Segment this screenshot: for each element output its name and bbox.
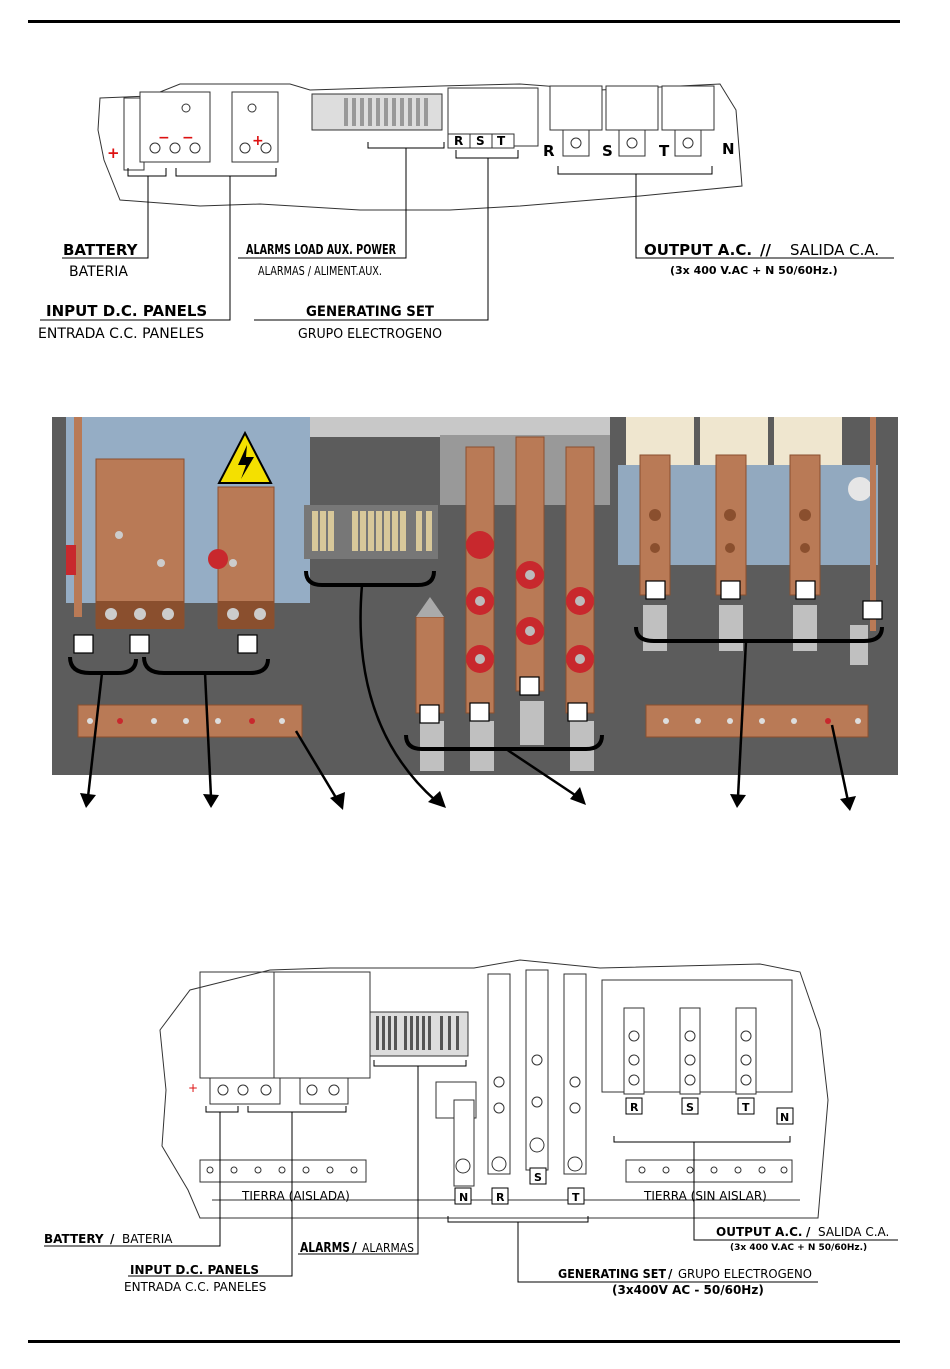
svg-text:S: S [686,1101,694,1114]
terminal [247,103,257,113]
svg-text:S: S [534,1171,542,1184]
genset-spec-bottom: (3x400V AC - 50/60Hz) [612,1283,764,1297]
terminal [260,142,272,154]
top-rule [28,20,900,23]
alarms-label-es: ALARMAS / ALIMENT.AUX. [258,264,382,278]
phase-r-label: R [543,142,555,160]
output-ac-spec-bottom: (3x 400 V.AC + N 50/60Hz.) [730,1243,867,1253]
output-block-s [605,85,659,131]
output-busbar-r [639,454,671,596]
battery-plus: + [107,144,120,162]
cabinet-photo [52,417,898,811]
blank-label-boxes [73,580,883,724]
svg-text:GRUPO ELECTROGENO: GRUPO ELECTROGENO [678,1267,812,1281]
battery-label-bottom: BATTERY [44,1232,104,1246]
genset-busbar-t [565,446,595,714]
svg-text:N: N [780,1111,789,1124]
svg-text:R: R [496,1191,505,1204]
svg-text:T: T [572,1191,580,1204]
genset-label-bottom: GENERATING SET [558,1267,667,1281]
alarms-label: ALARMS LOAD AUX. POWER [246,243,396,258]
svg-text:−: − [182,130,194,146]
svg-text:+: + [252,133,264,149]
phase-t-label: T [659,142,670,160]
genset-busbar-r [465,446,495,714]
earth-bar-sin-aislar [625,1159,793,1183]
dc-copper-plate-neg [95,458,185,628]
terminal [239,142,251,154]
svg-text:SALIDA C.A.: SALIDA C.A. [818,1225,889,1239]
dc-pos-block [231,91,279,163]
output-busbar-t [789,454,821,596]
phase-n-label: N [722,140,735,158]
svg-text://: // [760,241,771,259]
genset-label-es: GRUPO ELECTROGENO [298,327,442,342]
phase-s-label: S [602,142,613,160]
input-dc-label-bottom: INPUT D.C. PANELS [130,1263,259,1277]
alarms-label-bottom: ALARMS [300,1241,350,1256]
tierra-aislada-label: TIERRA (AISLADA) [241,1189,350,1203]
output-block-r [549,85,603,131]
genset-busbar-n [415,616,445,714]
terminal [149,142,161,154]
earth-bar-isolated [77,704,303,738]
output-ac-spec: (3x 400 V.AC + N 50/60Hz.) [670,264,838,277]
svg-text:T: T [742,1101,750,1114]
svg-text:R: R [630,1101,639,1114]
svg-text:BATERIA: BATERIA [122,1232,173,1246]
svg-text:−: − [158,130,170,146]
svg-text:T: T [497,134,506,148]
svg-text:S: S [476,134,485,148]
terminal [181,103,191,113]
svg-text:N: N [459,1191,468,1204]
genset-label: GENERATING SET [306,304,434,320]
svg-text:ENTRADA C.C. PANELES: ENTRADA C.C. PANELES [124,1280,266,1294]
svg-text:/: / [806,1225,811,1239]
output-block-t [661,85,715,131]
svg-text:/: / [110,1232,115,1246]
alarm-terminal-ridges [344,98,428,126]
output-busbar-s [715,454,747,596]
svg-text:/: / [352,1241,357,1256]
output-ac-label-bottom: OUTPUT A.C. [716,1225,802,1239]
tierra-sin-aislar-label: TIERRA (SIN AISLAR) [643,1189,767,1203]
input-dc-label-es: ENTRADA C.C. PANELES [38,326,204,342]
battery-label-es: BATERIA [69,264,128,280]
svg-text:/: / [668,1267,673,1281]
output-ac-label-es: SALIDA C.A. [790,241,879,259]
bottom-wiring-diagram: N R S T R S T N + TIERRA (AISLADA) TIERR… [44,959,898,1297]
terminal [169,142,181,154]
terminal-holes [217,1084,340,1096]
terminal [189,142,201,154]
bottom-rule [28,1340,900,1343]
output-ac-label: OUTPUT A.C. [644,241,752,259]
svg-text:+: + [188,1081,198,1095]
top-wiring-diagram: + − − + R S T R S T N BATTERY BATERIA IN… [38,83,894,342]
svg-text:ALARMAS: ALARMAS [362,1241,414,1255]
input-dc-label: INPUT D.C. PANELS [46,302,207,320]
battery-label: BATTERY [63,241,139,259]
svg-text:R: R [454,134,463,148]
